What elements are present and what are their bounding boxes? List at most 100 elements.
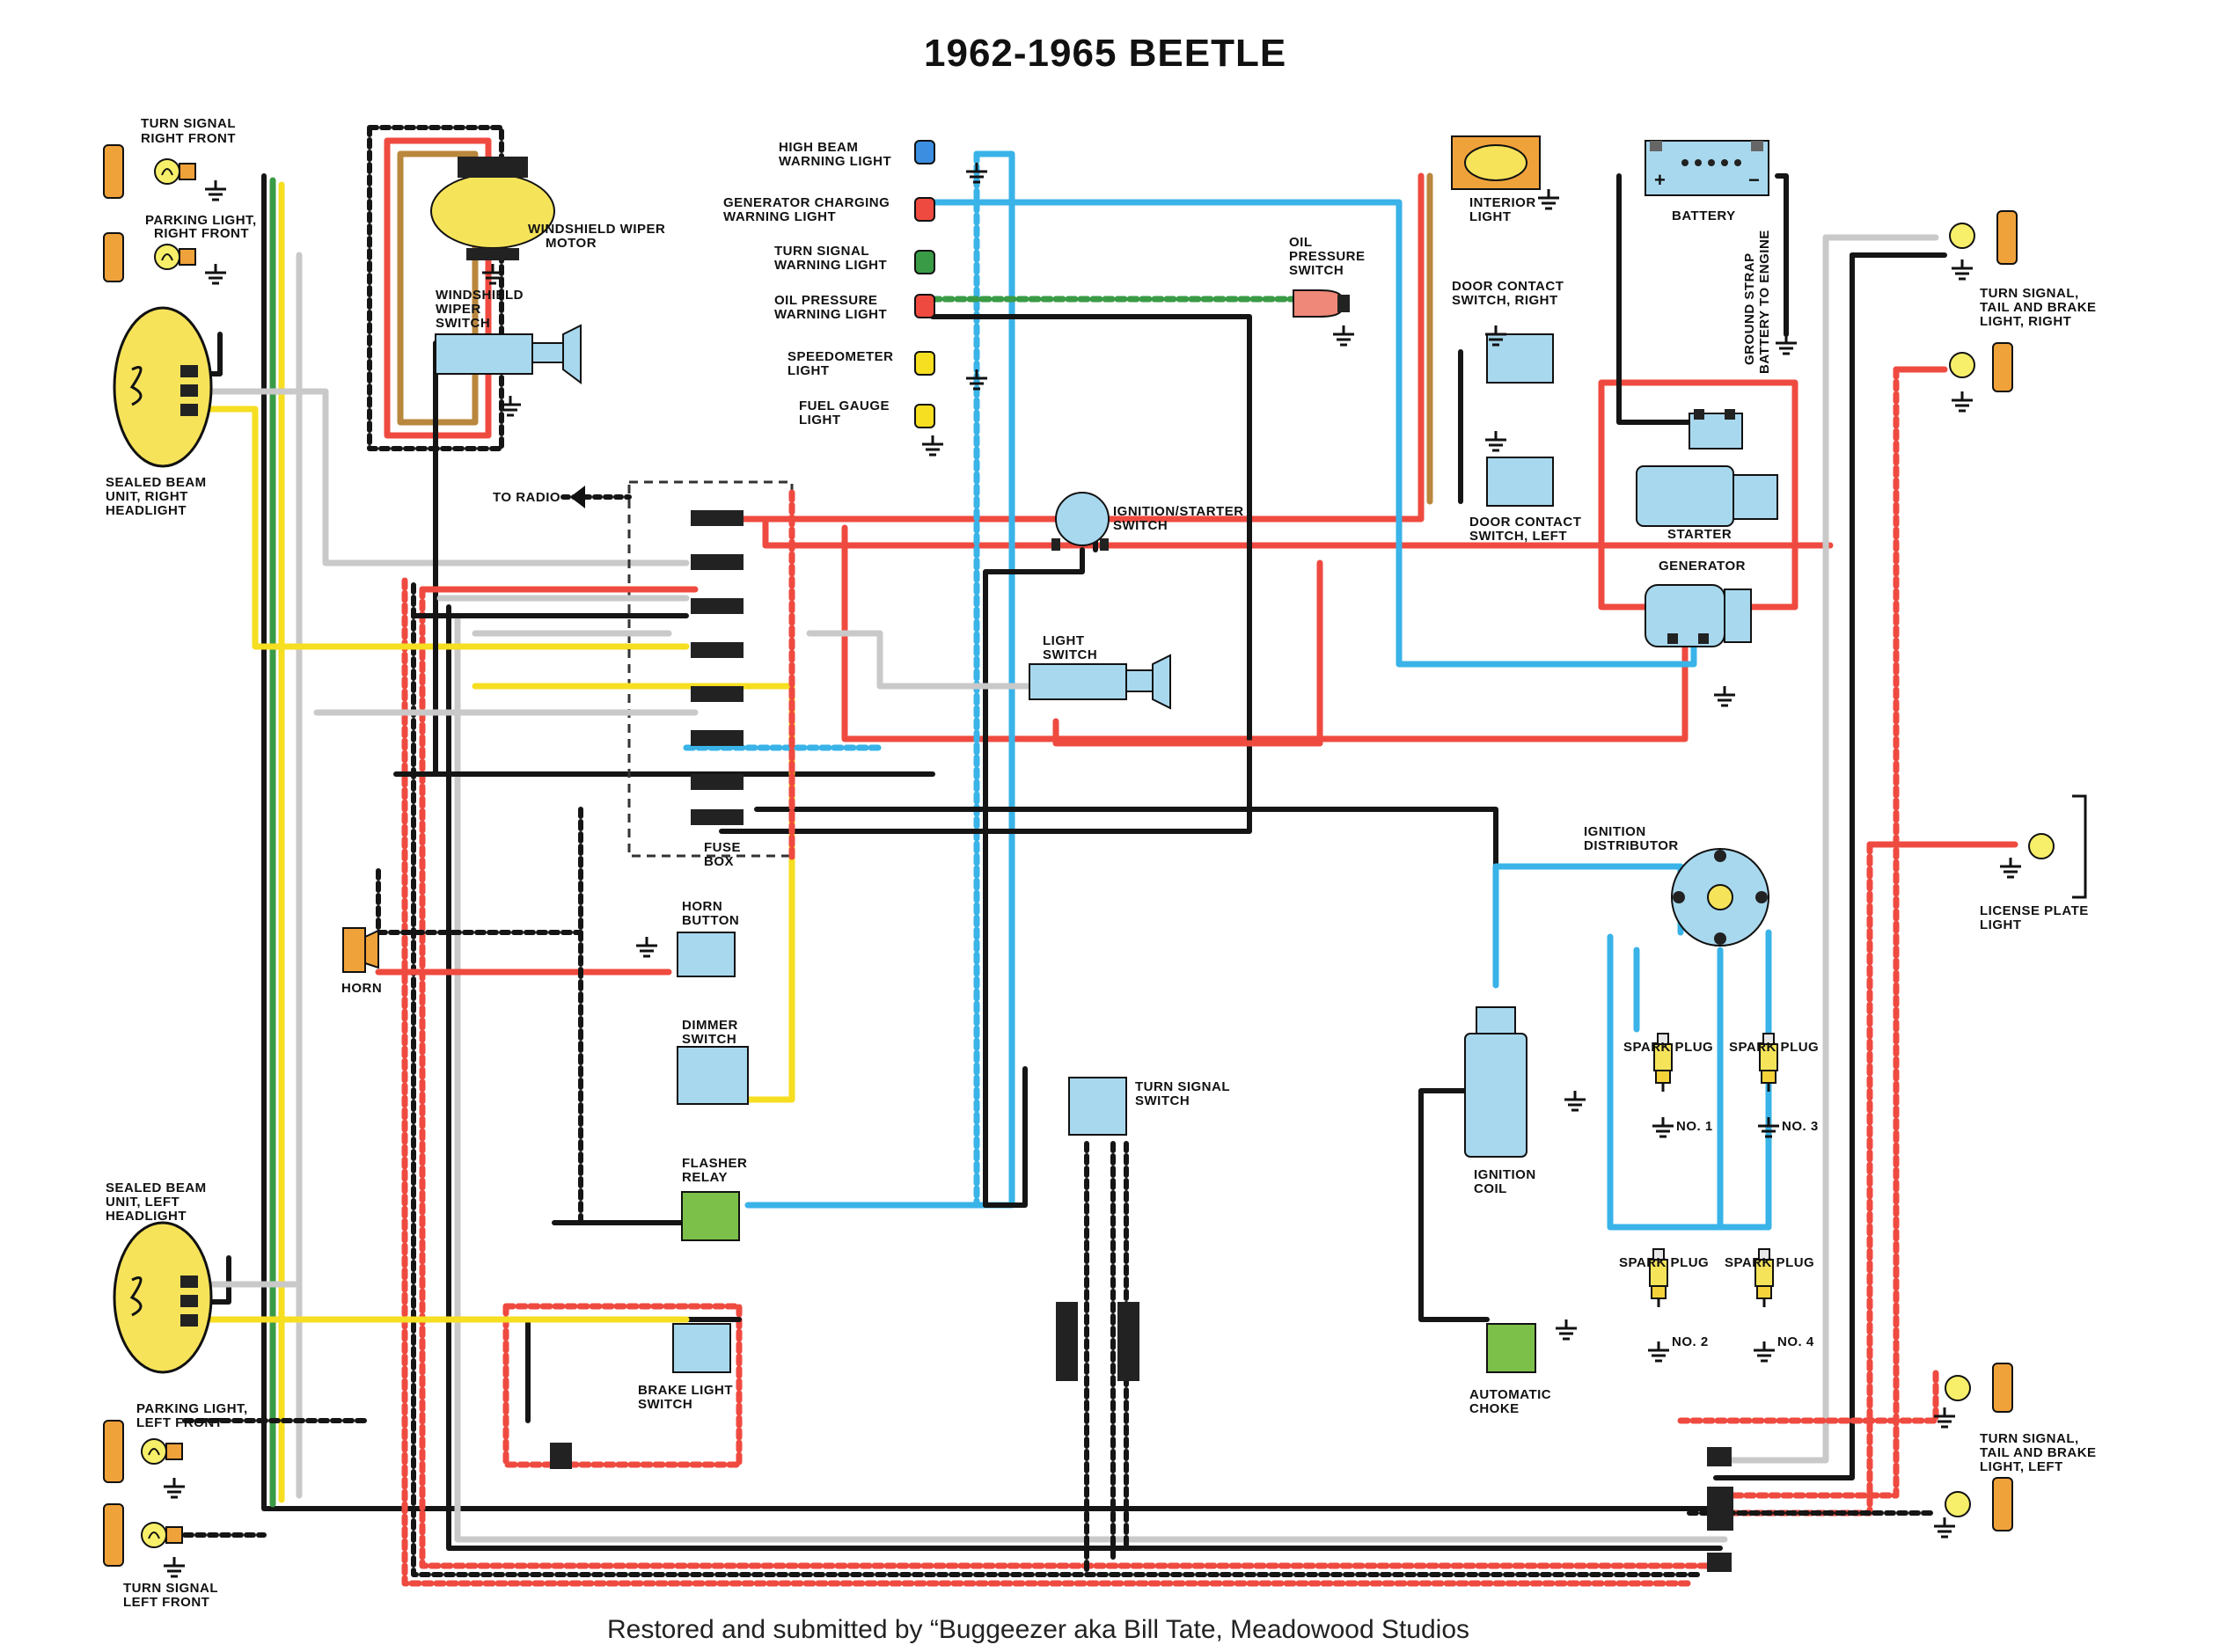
- horn: [342, 927, 379, 973]
- ignition-coil-label-2: COIL: [1474, 1181, 1507, 1196]
- sealed-beam-left-label-2: UNIT, LEFT: [106, 1195, 179, 1210]
- horn-button-label-2: BUTTON: [682, 913, 739, 928]
- ignition-distributor: [1671, 848, 1769, 947]
- starter-label: STARTER: [1667, 527, 1732, 542]
- oil-pressure-warning-label-1: OIL PRESSURE: [774, 293, 877, 308]
- fuse-box-label-2: BOX: [704, 854, 734, 869]
- wiper-switch-label-1: WINDSHIELD: [436, 288, 524, 303]
- wiper-motor-label-2: MOTOR: [546, 236, 597, 251]
- horn-button-label-1: HORN: [682, 899, 722, 914]
- wire-harness: [181, 125, 2018, 1587]
- turn-signal-rear-right-lamp: [1949, 210, 2018, 413]
- turn-signal-rear-right-label-2: TAIL AND BRAKE: [1980, 300, 2097, 315]
- light-switch: [1029, 654, 1171, 710]
- sealed-beam-right-label-1: SEALED BEAM: [106, 475, 207, 490]
- oil-pressure-switch-label-1: OIL: [1289, 235, 1313, 250]
- turn-signal-rear-left-label-2: TAIL AND BRAKE: [1980, 1445, 2097, 1460]
- sealed-beam-left-label-1: SEALED BEAM: [106, 1181, 207, 1195]
- interior-light-label-1: INTERIOR: [1469, 195, 1536, 210]
- generator: [1645, 584, 1752, 707]
- fuel-gauge-label-1: FUEL GAUGE: [799, 398, 890, 413]
- wiper-switch-label-3: SWITCH: [436, 316, 490, 331]
- to-radio-arrow: [570, 486, 585, 508]
- turn-signal-switch-label-1: TURN SIGNAL: [1135, 1079, 1230, 1094]
- automatic-choke-label-2: CHOKE: [1469, 1401, 1520, 1416]
- wiper-switch-label-2: WIPER: [436, 302, 481, 317]
- sealed-beam-left-label-3: HEADLIGHT: [106, 1209, 187, 1224]
- brake-light-switch: [672, 1323, 731, 1373]
- turn-signal-left-front-label-2: LEFT FRONT: [123, 1595, 209, 1610]
- svg-text:−: −: [1748, 169, 1760, 191]
- generator-charging-label-2: WARNING LIGHT: [723, 209, 836, 224]
- sealed-beam-right-headlight: [113, 306, 213, 468]
- wiper-motor-label-1: WINDSHIELD WIPER: [528, 222, 665, 237]
- spark-plug-no-2: NO. 2: [1672, 1334, 1709, 1349]
- turn-signal-rear-left-label-1: TURN SIGNAL,: [1980, 1431, 2079, 1446]
- turn-signal-left-front-label-1: TURN SIGNAL: [123, 1581, 218, 1596]
- spark-plug-no-1: NO. 1: [1676, 1119, 1713, 1134]
- spark-plug-2-label: SPARK PLUG: [1619, 1255, 1709, 1270]
- to-radio-label: TO RADIO: [493, 490, 560, 505]
- light-switch-label-2: SWITCH: [1043, 647, 1097, 662]
- brake-light-switch-label-1: BRAKE LIGHT: [638, 1383, 733, 1398]
- ignition-coil-label-1: IGNITION: [1474, 1167, 1536, 1182]
- parking-light-left-front-label-1: PARKING LIGHT,: [136, 1401, 248, 1416]
- spark-plug-1-label: SPARK PLUG: [1623, 1040, 1713, 1055]
- rear-connector-blocks: [550, 1302, 1733, 1572]
- windshield-wiper-switch: [435, 324, 582, 417]
- spark-plug-3-label: SPARK PLUG: [1729, 1040, 1819, 1055]
- automatic-choke: [1486, 1318, 1579, 1373]
- dimmer-switch: [677, 1046, 749, 1105]
- interior-light-label-2: LIGHT: [1469, 209, 1512, 224]
- sealed-beam-right-label-2: UNIT, RIGHT: [106, 489, 188, 504]
- ignition-distributor-label-2: DISTRIBUTOR: [1584, 838, 1679, 853]
- turn-signal-right-front-label-1: TURN SIGNAL: [141, 116, 236, 131]
- ignition-coil: [1464, 1006, 1587, 1158]
- parking-light-right-front-label-1: PARKING LIGHT,: [145, 213, 257, 228]
- ignition-starter-switch: [1051, 492, 1110, 551]
- door-contact-right-label-1: DOOR CONTACT: [1452, 279, 1564, 294]
- door-contact-left-label-2: SWITCH, LEFT: [1469, 529, 1567, 544]
- sealed-beam-right-label-3: HEADLIGHT: [106, 503, 187, 518]
- battery: + −: [1645, 140, 1769, 196]
- brake-light-switch-label-2: SWITCH: [638, 1397, 692, 1412]
- high-beam-label-1: HIGH BEAM: [779, 140, 858, 155]
- fuse-box-label-1: FUSE: [704, 840, 741, 855]
- turn-signal-left-front-lamp: [103, 1503, 187, 1578]
- ground-strap-label-1: GROUND STRAP: [1742, 252, 1757, 365]
- turn-signal-switch: [1068, 1077, 1127, 1136]
- dimmer-switch-label-1: DIMMER: [682, 1018, 738, 1033]
- horn-label: HORN: [341, 981, 382, 996]
- spark-plug-no-4: NO. 4: [1777, 1334, 1814, 1349]
- ground-strap-ground-icon: [1774, 333, 1798, 355]
- flasher-relay-label-1: FLASHER: [682, 1156, 747, 1171]
- oil-pressure-switch-label-2: PRESSURE: [1289, 249, 1366, 264]
- turn-signal-rear-right-label-1: TURN SIGNAL,: [1980, 286, 2079, 301]
- fuel-gauge-label-2: LIGHT: [799, 413, 841, 428]
- spark-plug-no-3: NO. 3: [1782, 1119, 1819, 1134]
- ignition-switch-label-1: IGNITION/STARTER: [1113, 504, 1244, 519]
- turn-signal-warning-label-1: TURN SIGNAL: [774, 244, 869, 259]
- starter-motor: [1636, 409, 1778, 527]
- turn-signal-warning-label-2: WARNING LIGHT: [774, 258, 887, 273]
- svg-text:+: +: [1654, 169, 1666, 191]
- horn-button: [634, 932, 736, 977]
- parking-light-left-front-lamp: [103, 1420, 187, 1499]
- turn-signal-rear-left-lamp: [1932, 1363, 2013, 1539]
- generator-charging-label-1: GENERATOR CHARGING: [723, 195, 890, 210]
- turn-signal-rear-left-label-3: LIGHT, LEFT: [1980, 1459, 2063, 1474]
- turn-signal-switch-label-2: SWITCH: [1135, 1093, 1190, 1108]
- ignition-switch-label-2: SWITCH: [1113, 518, 1168, 533]
- ground-strap-label-2: BATTERY TO ENGINE: [1757, 230, 1772, 374]
- oil-pressure-switch-label-3: SWITCH: [1289, 263, 1344, 278]
- door-contact-switch-left: [1483, 429, 1554, 507]
- license-plate-label-1: LICENSE PLATE: [1980, 903, 2089, 918]
- interior-light: [1451, 135, 1561, 210]
- door-contact-right-label-2: SWITCH, RIGHT: [1452, 293, 1558, 308]
- door-contact-switch-right: [1483, 324, 1554, 384]
- oil-pressure-warning-label-2: WARNING LIGHT: [774, 307, 887, 322]
- license-plate-light: [1998, 794, 2087, 899]
- parking-light-left-front-label-2: LEFT FRONT: [136, 1415, 223, 1430]
- parking-light-right-front-label-2: RIGHT FRONT: [154, 226, 249, 241]
